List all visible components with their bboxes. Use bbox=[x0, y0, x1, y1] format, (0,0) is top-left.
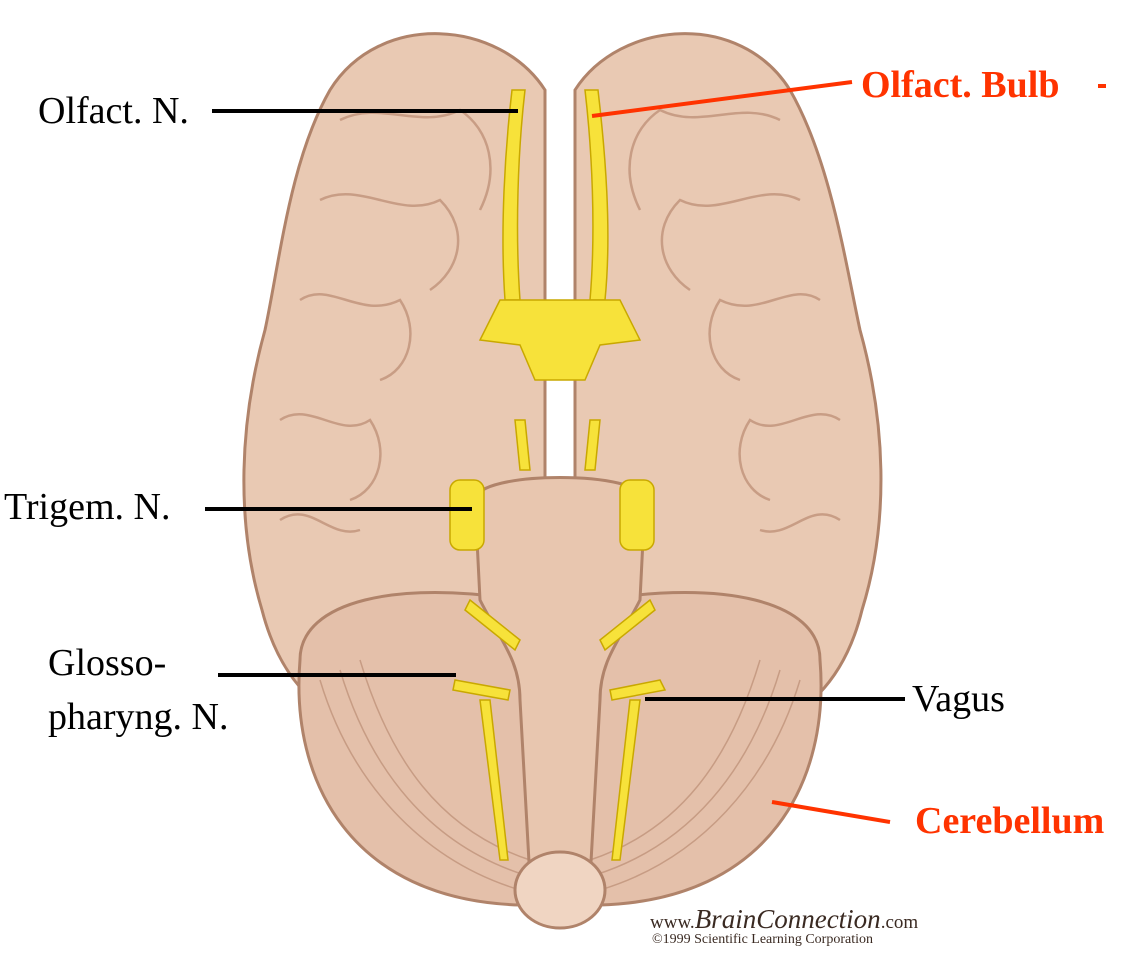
trigeminal-right bbox=[620, 480, 654, 550]
credit-url: www.BrainConnection.com bbox=[650, 904, 918, 935]
credit-connection: Connection bbox=[756, 904, 880, 934]
vagus-label: Vagus bbox=[912, 676, 1005, 722]
cerebellum-label: Cerebellum bbox=[915, 798, 1104, 844]
credit-dotcom: .com bbox=[881, 912, 918, 933]
olfact-bulb-label: Olfact. Bulb bbox=[861, 62, 1059, 108]
cerebellum-leader bbox=[772, 802, 890, 822]
glosso-label-line2: pharyng. N. bbox=[48, 694, 228, 740]
credit-copyright: ©1999 Scientific Learning Corporation bbox=[652, 932, 873, 948]
credit-brain: Brain bbox=[695, 904, 757, 934]
trigem-n-label: Trigem. N. bbox=[4, 484, 170, 530]
olfact-n-label: Olfact. N. bbox=[38, 88, 189, 134]
credit-www: www. bbox=[650, 912, 695, 933]
trigeminal-left bbox=[450, 480, 484, 550]
medulla-base bbox=[515, 852, 605, 928]
glosso-label-line1: Glosso- bbox=[48, 640, 166, 686]
